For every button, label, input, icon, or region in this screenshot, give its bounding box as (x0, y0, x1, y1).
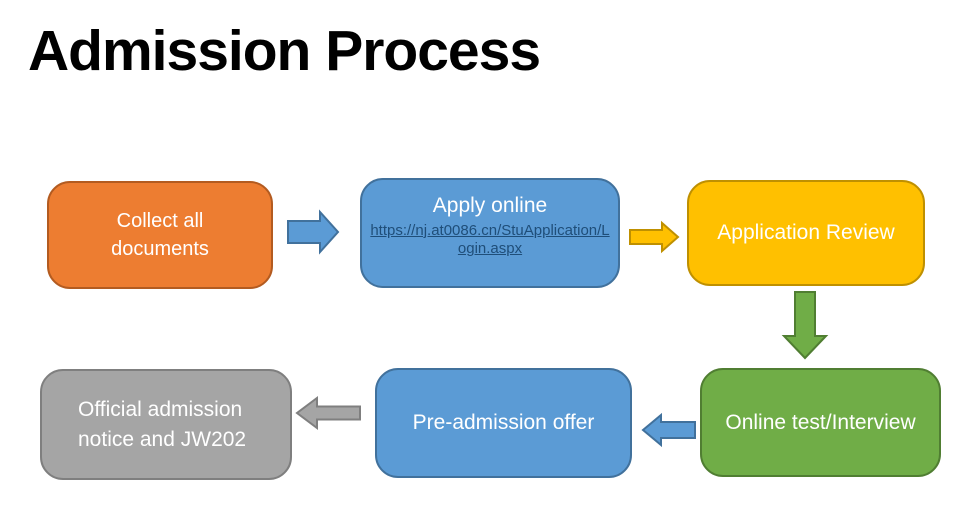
page-title: Admission Process (28, 19, 541, 83)
step-pre-admission-offer: Pre-admission offer (375, 368, 632, 478)
step-collect-documents-label: Collect all documents (111, 210, 209, 260)
step-online-test-interview: Online test/Interview (700, 368, 941, 477)
step-official-admission-notice-label: Official admission notice and JW202 (78, 398, 247, 451)
step-application-review: Application Review (687, 180, 925, 286)
arrow-right-collect-to-apply-icon (287, 209, 340, 255)
arrow-left-offer-to-notice-icon (295, 396, 361, 430)
arrow-left-test-to-offer-icon (641, 412, 696, 448)
application-portal-link[interactable]: https://nj.at0086.cn/StuApplication/Logi… (370, 221, 610, 258)
step-apply-online-label: Apply online (432, 194, 548, 217)
step-collect-documents: Collect all documents (47, 181, 273, 289)
step-online-test-interview-label: Online test/Interview (725, 410, 916, 434)
arrow-right-apply-to-review-icon (629, 220, 680, 254)
step-pre-admission-offer-label: Pre-admission offer (412, 411, 595, 435)
step-official-admission-notice: Official admission notice and JW202 (40, 369, 292, 480)
step-apply-online: Apply online https://nj.at0086.cn/StuApp… (360, 178, 620, 288)
step-application-review-label: Application Review (717, 221, 895, 245)
arrow-down-review-to-test-icon (781, 291, 829, 360)
